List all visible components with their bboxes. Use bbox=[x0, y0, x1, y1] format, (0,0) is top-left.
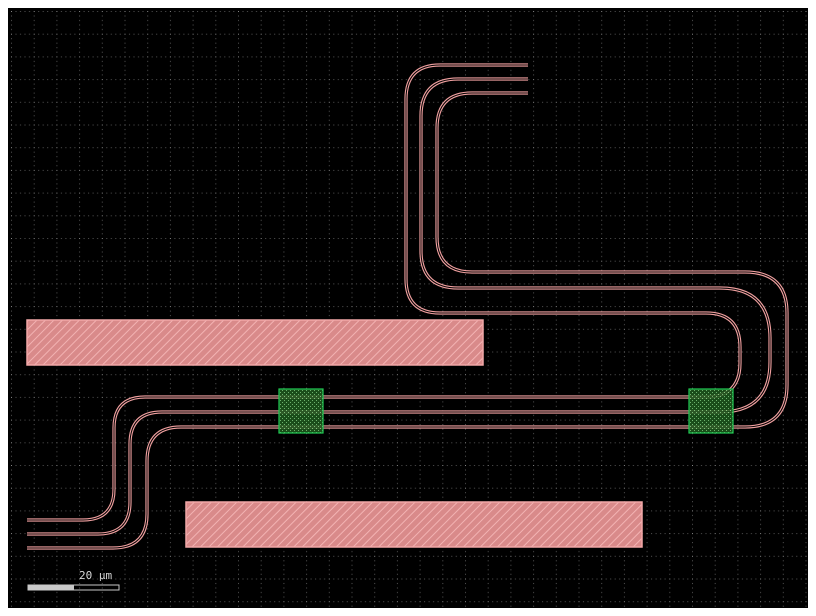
scale-bar: 20 µm bbox=[27, 569, 120, 591]
scale-bar-filled bbox=[28, 585, 74, 590]
upper-pad[interactable] bbox=[26, 319, 484, 366]
left-marker[interactable] bbox=[278, 388, 324, 434]
waveguide-outer[interactable] bbox=[27, 63, 742, 522]
scale-bar-label: 20 µm bbox=[79, 569, 112, 582]
lower-pad[interactable] bbox=[185, 501, 643, 548]
waveguide-inner[interactable] bbox=[27, 91, 789, 550]
right-marker[interactable] bbox=[688, 388, 734, 434]
waveguide-middle[interactable] bbox=[27, 77, 772, 536]
scale-bar-outline bbox=[27, 584, 120, 591]
